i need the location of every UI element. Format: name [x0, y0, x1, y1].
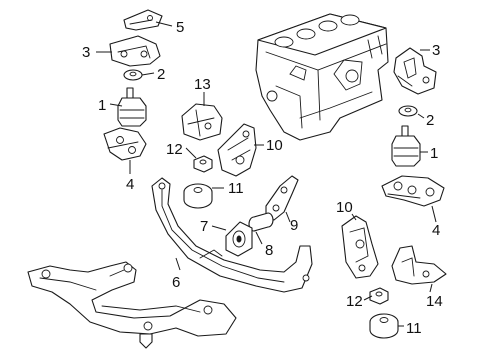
callout-2-left: 2 — [157, 66, 165, 83]
left-engine-mount — [117, 87, 147, 127]
callout-12-mid: 12 — [166, 141, 183, 158]
callout-8: 8 — [265, 242, 273, 259]
right-washer — [398, 105, 418, 117]
callout-14: 14 — [426, 293, 443, 310]
front-subframe — [27, 261, 237, 349]
center-transmission-bracket — [217, 123, 257, 177]
callout-11-right: 11 — [406, 320, 422, 337]
callout-6: 6 — [172, 274, 180, 291]
center-nut — [193, 155, 213, 173]
callout-10-mid: 10 — [266, 137, 283, 154]
right-transmission-mount — [369, 313, 399, 339]
callout-1-right: 1 — [430, 145, 438, 162]
callout-5: 5 — [176, 19, 184, 36]
left-upper-bracket-small — [123, 9, 163, 31]
left-mount-bracket — [109, 35, 161, 67]
callout-11-mid: 11 — [228, 180, 244, 197]
right-transmission-bracket — [341, 215, 379, 279]
callout-2-right: 2 — [426, 112, 434, 129]
engine-block — [255, 13, 389, 141]
callout-labels: 5 3 2 1 4 13 10 12 11 9 7 8 6 3 2 1 4 10… — [82, 19, 443, 337]
callout-4-left: 4 — [126, 176, 134, 193]
right-upper-mount-bracket — [393, 47, 437, 95]
bracket-arm — [265, 175, 299, 221]
callout-12-right: 12 — [346, 293, 363, 310]
right-engine-mount — [391, 125, 421, 167]
crossmember-bushing — [225, 221, 253, 257]
callout-9: 9 — [290, 217, 298, 234]
callout-1-left: 1 — [98, 97, 106, 114]
callout-3-right: 3 — [432, 42, 440, 59]
leader-lines — [96, 21, 437, 327]
crossmember — [151, 177, 313, 293]
right-lower-mount-bracket — [381, 175, 445, 207]
callout-13: 13 — [194, 76, 211, 93]
center-transmission-mount — [183, 183, 213, 209]
right-mount-bracket — [391, 245, 447, 285]
callout-3-left: 3 — [82, 44, 90, 61]
transmission-mount-bracket — [181, 103, 223, 141]
left-lower-mount-bracket — [103, 127, 147, 161]
right-nut — [369, 287, 389, 305]
callout-10-right: 10 — [336, 199, 353, 216]
callout-4-right: 4 — [432, 222, 440, 239]
callout-7: 7 — [200, 218, 208, 235]
left-washer — [123, 69, 143, 81]
spacer — [248, 212, 274, 232]
